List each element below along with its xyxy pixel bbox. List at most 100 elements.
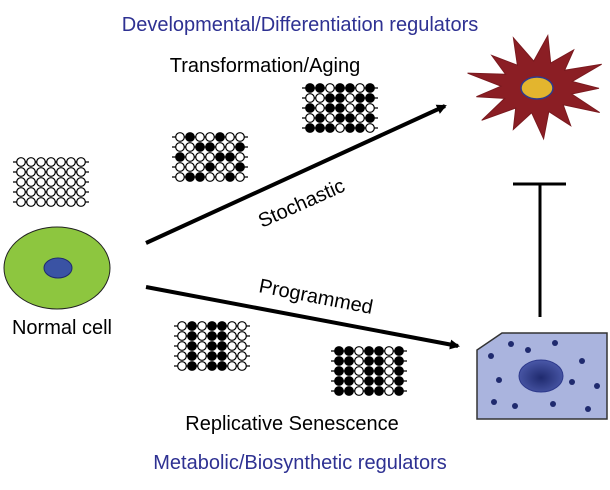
granule bbox=[508, 341, 514, 347]
stochastic-label: Stochastic bbox=[255, 175, 348, 233]
methylated-cpg bbox=[315, 113, 325, 123]
methylated-cpg bbox=[207, 321, 217, 331]
senescence-label: Replicative Senescence bbox=[185, 413, 398, 435]
methylated-cpg bbox=[315, 83, 325, 93]
methylated-cpg bbox=[207, 341, 217, 351]
unmethylated-cpg bbox=[335, 123, 345, 133]
unmethylated-cpg bbox=[384, 356, 394, 366]
unmethylated-cpg bbox=[225, 142, 235, 152]
methylated-cpg bbox=[235, 142, 245, 152]
unmethylated-cpg bbox=[215, 162, 225, 172]
unmethylated-cpg bbox=[315, 103, 325, 113]
methylated-cpg bbox=[175, 152, 185, 162]
methylated-cpg bbox=[185, 132, 195, 142]
methylated-cpg bbox=[217, 341, 227, 351]
granule bbox=[569, 379, 575, 385]
inhibition-symbol bbox=[513, 182, 566, 317]
unmethylated-cpg bbox=[197, 361, 207, 371]
methylated-cpg bbox=[217, 331, 227, 341]
methylated-cpg bbox=[365, 83, 375, 93]
unmethylated-cpg bbox=[46, 197, 56, 207]
methylated-cpg bbox=[187, 341, 197, 351]
unmethylated-cpg bbox=[197, 351, 207, 361]
unmethylated-cpg bbox=[354, 366, 364, 376]
unmethylated-cpg bbox=[235, 172, 245, 182]
unmethylated-cpg bbox=[237, 321, 247, 331]
methylated-cpg bbox=[325, 123, 335, 133]
methylation-pattern-programmed-early bbox=[174, 321, 250, 371]
unmethylated-cpg bbox=[185, 152, 195, 162]
methylated-cpg bbox=[374, 346, 384, 356]
unmethylated-cpg bbox=[177, 341, 187, 351]
unmethylated-cpg bbox=[225, 162, 235, 172]
unmethylated-cpg bbox=[235, 152, 245, 162]
unmethylated-cpg bbox=[354, 346, 364, 356]
unmethylated-cpg bbox=[16, 167, 26, 177]
unmethylated-cpg bbox=[175, 162, 185, 172]
methylated-cpg bbox=[205, 142, 215, 152]
unmethylated-cpg bbox=[56, 157, 66, 167]
unmethylated-cpg bbox=[66, 187, 76, 197]
transformation-label: Transformation/Aging bbox=[170, 55, 360, 77]
methylation-pattern-programmed-late bbox=[331, 346, 407, 396]
methylated-cpg bbox=[374, 356, 384, 366]
unmethylated-cpg bbox=[177, 361, 187, 371]
unmethylated-cpg bbox=[227, 351, 237, 361]
methylated-cpg bbox=[344, 356, 354, 366]
unmethylated-cpg bbox=[237, 331, 247, 341]
unmethylated-cpg bbox=[26, 187, 36, 197]
unmethylated-cpg bbox=[355, 113, 365, 123]
unmethylated-cpg bbox=[345, 93, 355, 103]
unmethylated-cpg bbox=[237, 361, 247, 371]
methylated-cpg bbox=[187, 351, 197, 361]
methylated-cpg bbox=[374, 366, 384, 376]
methylated-cpg bbox=[334, 376, 344, 386]
methylated-cpg bbox=[394, 386, 404, 396]
methylated-cpg bbox=[334, 356, 344, 366]
methylation-pattern-stochastic-early bbox=[172, 132, 248, 182]
unmethylated-cpg bbox=[66, 167, 76, 177]
methylated-cpg bbox=[207, 351, 217, 361]
normal-cell-label: Normal cell bbox=[12, 317, 112, 339]
methylated-cpg bbox=[364, 376, 374, 386]
unmethylated-cpg bbox=[325, 83, 335, 93]
methylated-cpg bbox=[345, 123, 355, 133]
unmethylated-cpg bbox=[76, 187, 86, 197]
methylated-cpg bbox=[334, 386, 344, 396]
methylated-cpg bbox=[305, 123, 315, 133]
methylated-cpg bbox=[315, 123, 325, 133]
methylated-cpg bbox=[374, 376, 384, 386]
unmethylated-cpg bbox=[185, 162, 195, 172]
granule bbox=[525, 347, 531, 353]
methylated-cpg bbox=[355, 123, 365, 133]
methylated-cpg bbox=[394, 376, 404, 386]
unmethylated-cpg bbox=[354, 376, 364, 386]
unmethylated-cpg bbox=[365, 103, 375, 113]
unmethylated-cpg bbox=[56, 197, 66, 207]
normal-cell-nucleus bbox=[43, 257, 73, 279]
unmethylated-cpg bbox=[26, 167, 36, 177]
unmethylated-cpg bbox=[16, 157, 26, 167]
top-regulators-label: Developmental/Differentiation regulators bbox=[122, 14, 479, 36]
transformed-cell-nucleus bbox=[520, 76, 554, 100]
granule bbox=[585, 406, 591, 412]
unmethylated-cpg bbox=[197, 321, 207, 331]
methylated-cpg bbox=[305, 83, 315, 93]
unmethylated-cpg bbox=[36, 157, 46, 167]
unmethylated-cpg bbox=[197, 331, 207, 341]
unmethylated-cpg bbox=[46, 187, 56, 197]
unmethylated-cpg bbox=[175, 132, 185, 142]
unmethylated-cpg bbox=[354, 356, 364, 366]
methylated-cpg bbox=[335, 103, 345, 113]
unmethylated-cpg bbox=[384, 386, 394, 396]
unmethylated-cpg bbox=[225, 132, 235, 142]
granule bbox=[552, 340, 558, 346]
methylated-cpg bbox=[365, 93, 375, 103]
methylated-cpg bbox=[394, 346, 404, 356]
methylated-cpg bbox=[364, 356, 374, 366]
unmethylated-cpg bbox=[177, 351, 187, 361]
methylated-cpg bbox=[334, 366, 344, 376]
unmethylated-cpg bbox=[76, 177, 86, 187]
unmethylated-cpg bbox=[56, 167, 66, 177]
unmethylated-cpg bbox=[66, 197, 76, 207]
